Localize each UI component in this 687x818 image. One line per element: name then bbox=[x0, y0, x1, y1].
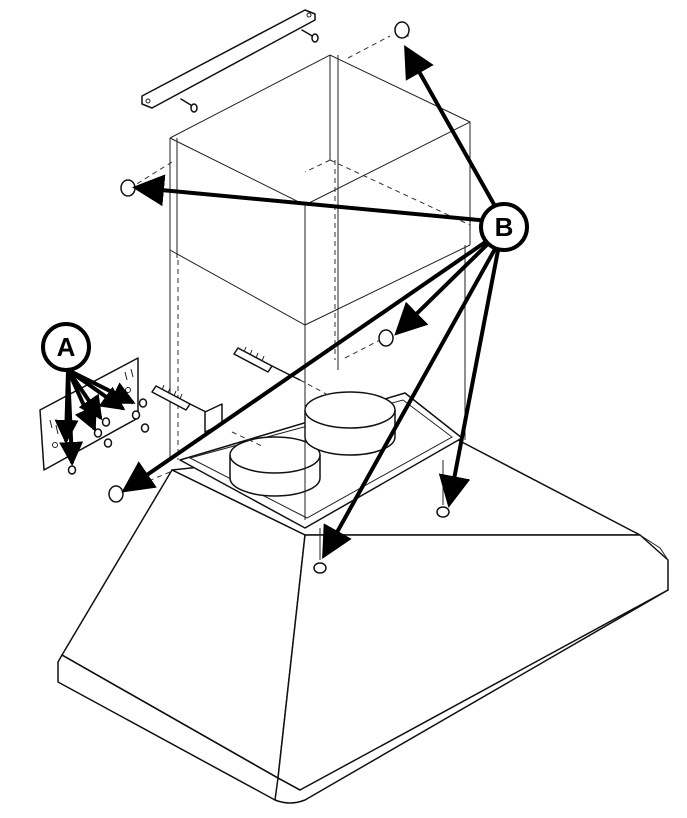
screw-a2 bbox=[131, 410, 141, 420]
callout-b: B bbox=[479, 202, 529, 252]
bracket-screw-right bbox=[301, 29, 319, 43]
screw-b-mid-right bbox=[344, 329, 394, 359]
upper-chimney bbox=[169, 54, 471, 520]
screw-a1 bbox=[138, 398, 148, 408]
arrow-b2 bbox=[132, 174, 502, 224]
screw-b-bottom-center bbox=[313, 528, 327, 574]
screw-a5 bbox=[140, 423, 150, 433]
canopy-front-right-slope bbox=[277, 534, 669, 791]
screw-to-duct-front bbox=[231, 431, 263, 447]
callout-b-arrows bbox=[121, 45, 502, 559]
screw-b-lower-left bbox=[108, 471, 171, 503]
top-mounting-bracket bbox=[141, 9, 316, 109]
arrow-b6 bbox=[438, 238, 502, 508]
arrow-a4 bbox=[66, 368, 97, 432]
duct-collar-rear bbox=[304, 391, 396, 456]
duct-collar-front bbox=[229, 436, 321, 497]
screw-b-top-right bbox=[347, 21, 410, 59]
wall-anchor-lower bbox=[151, 384, 211, 415]
wall-anchor-upper bbox=[233, 346, 301, 381]
arrow-b4 bbox=[121, 230, 502, 493]
screw-a4 bbox=[93, 428, 103, 438]
callout-a: A bbox=[41, 322, 91, 372]
screw-to-duct-rear bbox=[299, 379, 331, 397]
screw-a6 bbox=[103, 438, 113, 448]
arrow-a6 bbox=[59, 368, 84, 466]
callout-b-label: B bbox=[495, 212, 514, 242]
callout-a-arrows bbox=[54, 368, 136, 466]
screw-a3 bbox=[101, 417, 111, 427]
arrow-a2 bbox=[66, 368, 126, 411]
callout-a-label: A bbox=[57, 332, 76, 362]
screw-a8 bbox=[67, 465, 77, 475]
arrow-b3 bbox=[394, 230, 502, 336]
arrow-b5 bbox=[322, 238, 502, 559]
arrow-b1 bbox=[404, 45, 502, 217]
bracket-screw-left bbox=[180, 98, 198, 113]
